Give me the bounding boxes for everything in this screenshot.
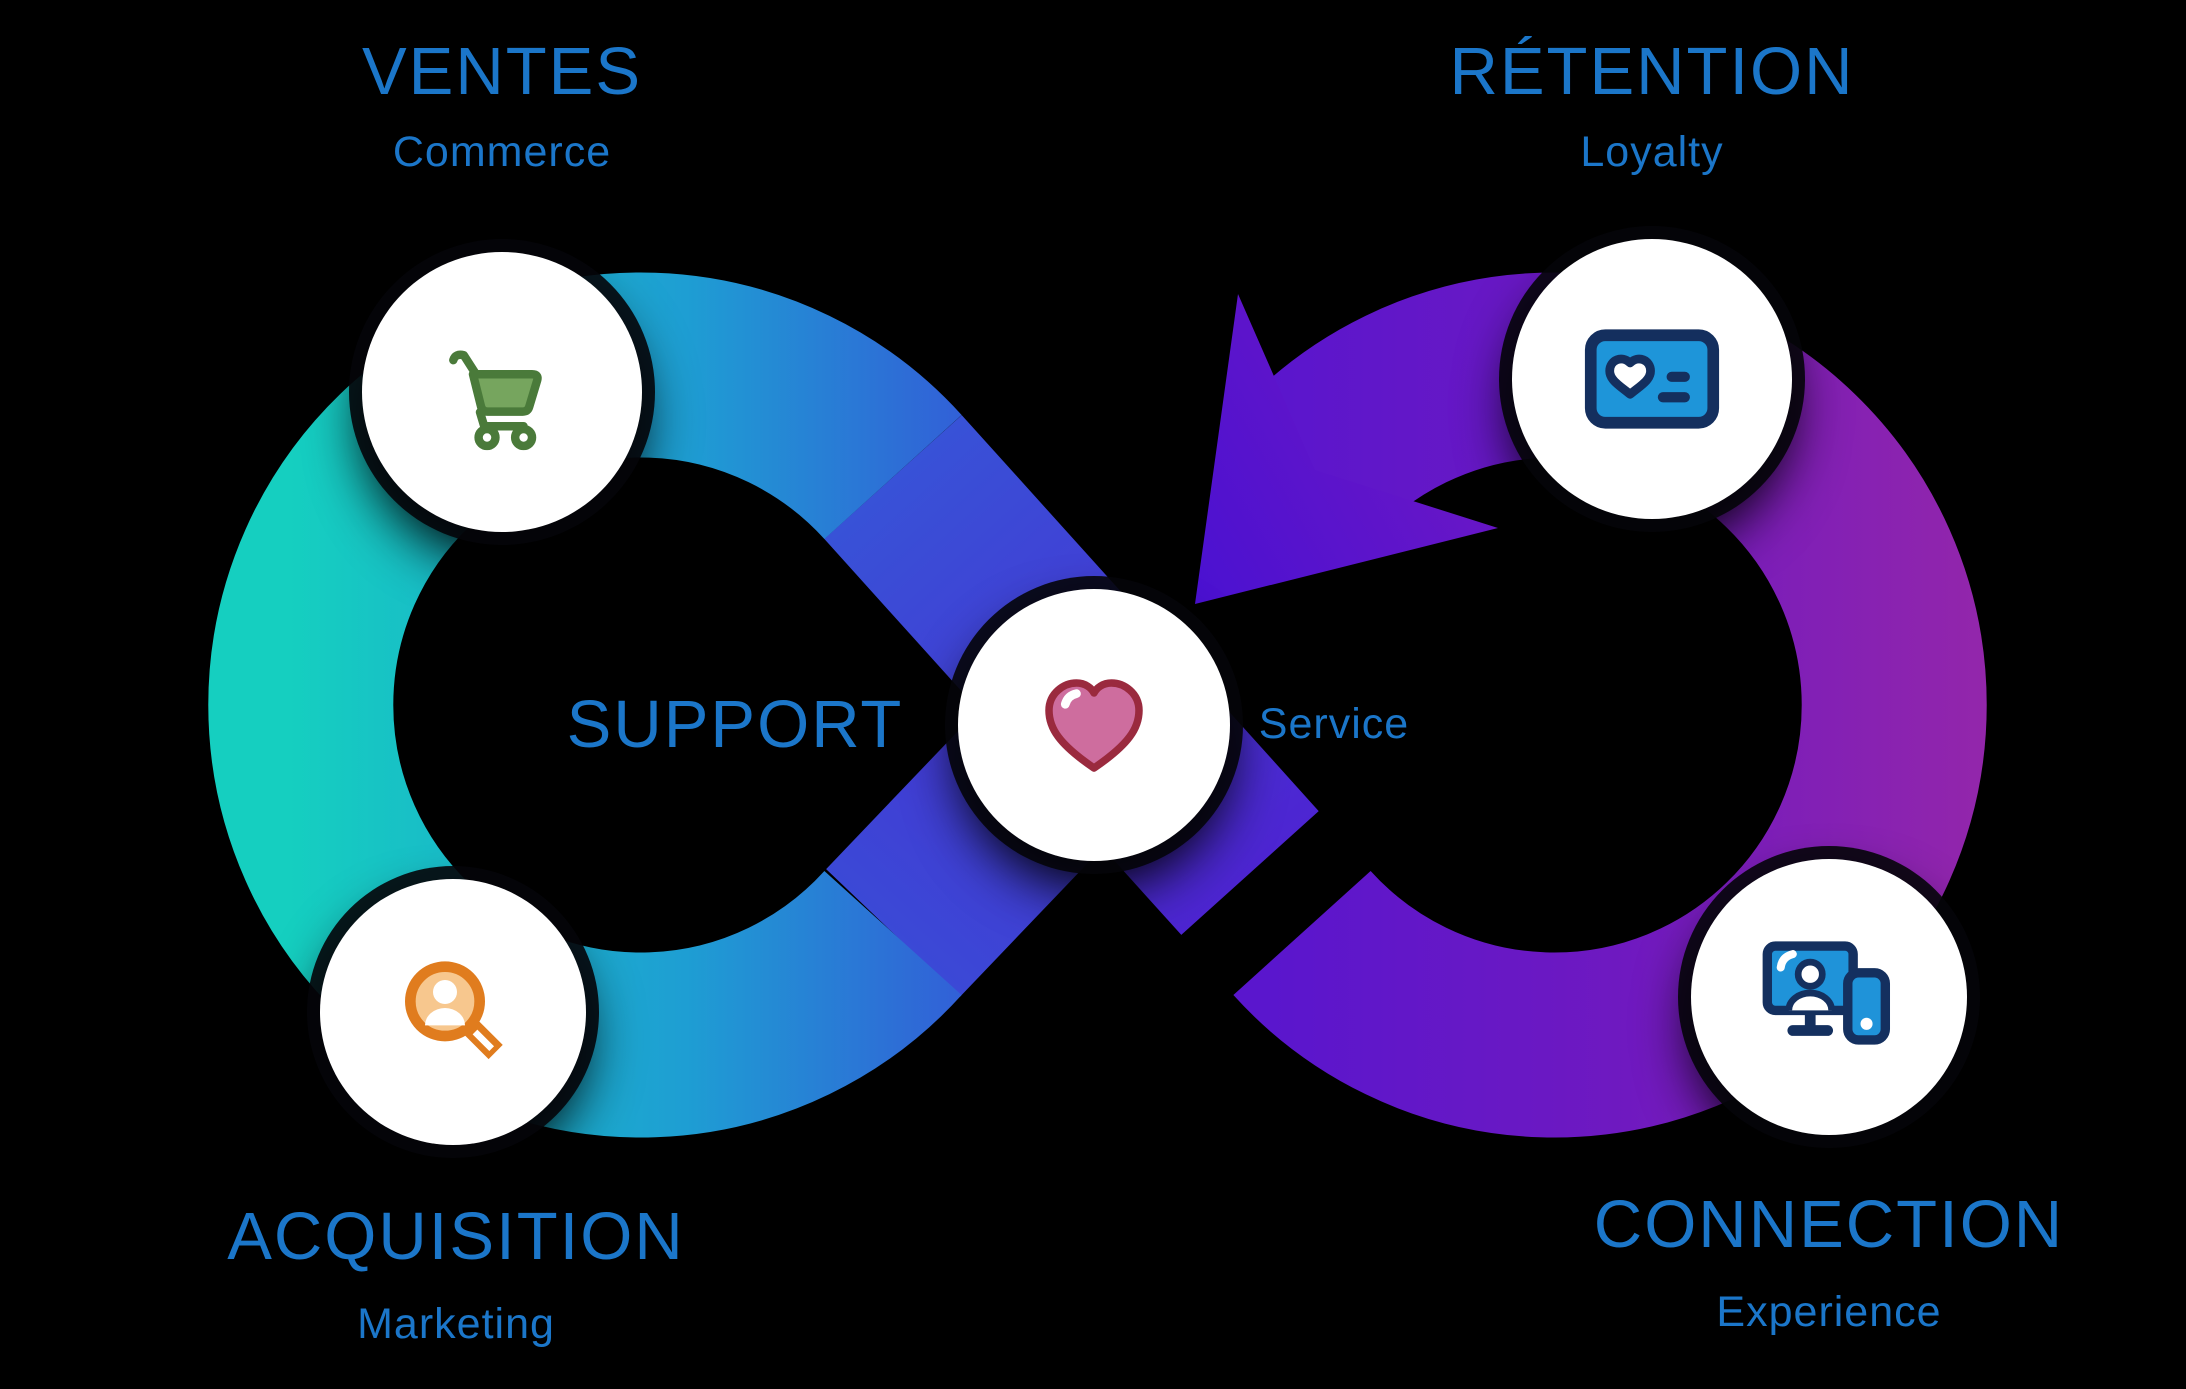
node-retention-circle [1512, 239, 1792, 519]
search-user-icon [405, 961, 503, 1060]
ventes-title: VENTES [361, 34, 643, 109]
connection-subtitle: Experience [1716, 1288, 1942, 1336]
left-loop-ring [208, 272, 962, 1138]
acquisition-subtitle: Marketing [357, 1300, 555, 1348]
retention-subtitle: Loyalty [1580, 128, 1724, 176]
acquisition-title: ACQUISITION [227, 1199, 685, 1274]
node-acquisition-circle [320, 879, 586, 1145]
shopping-cart-icon [448, 350, 542, 450]
support-title: SUPPORT [566, 687, 904, 762]
loyalty-card-icon [1584, 329, 1720, 429]
loop-arrowhead [1195, 294, 1498, 604]
support-subtitle: Service [1258, 700, 1410, 748]
node-support-circle [958, 589, 1230, 861]
node-ventes-circle [362, 252, 642, 532]
ventes-subtitle: Commerce [392, 128, 612, 176]
heart-icon [1045, 678, 1143, 772]
devices-icon [1762, 941, 1891, 1045]
retention-title: RÉTENTION [1449, 34, 1855, 109]
node-connection-circle [1691, 859, 1967, 1135]
connection-title: CONNECTION [1593, 1187, 2065, 1262]
